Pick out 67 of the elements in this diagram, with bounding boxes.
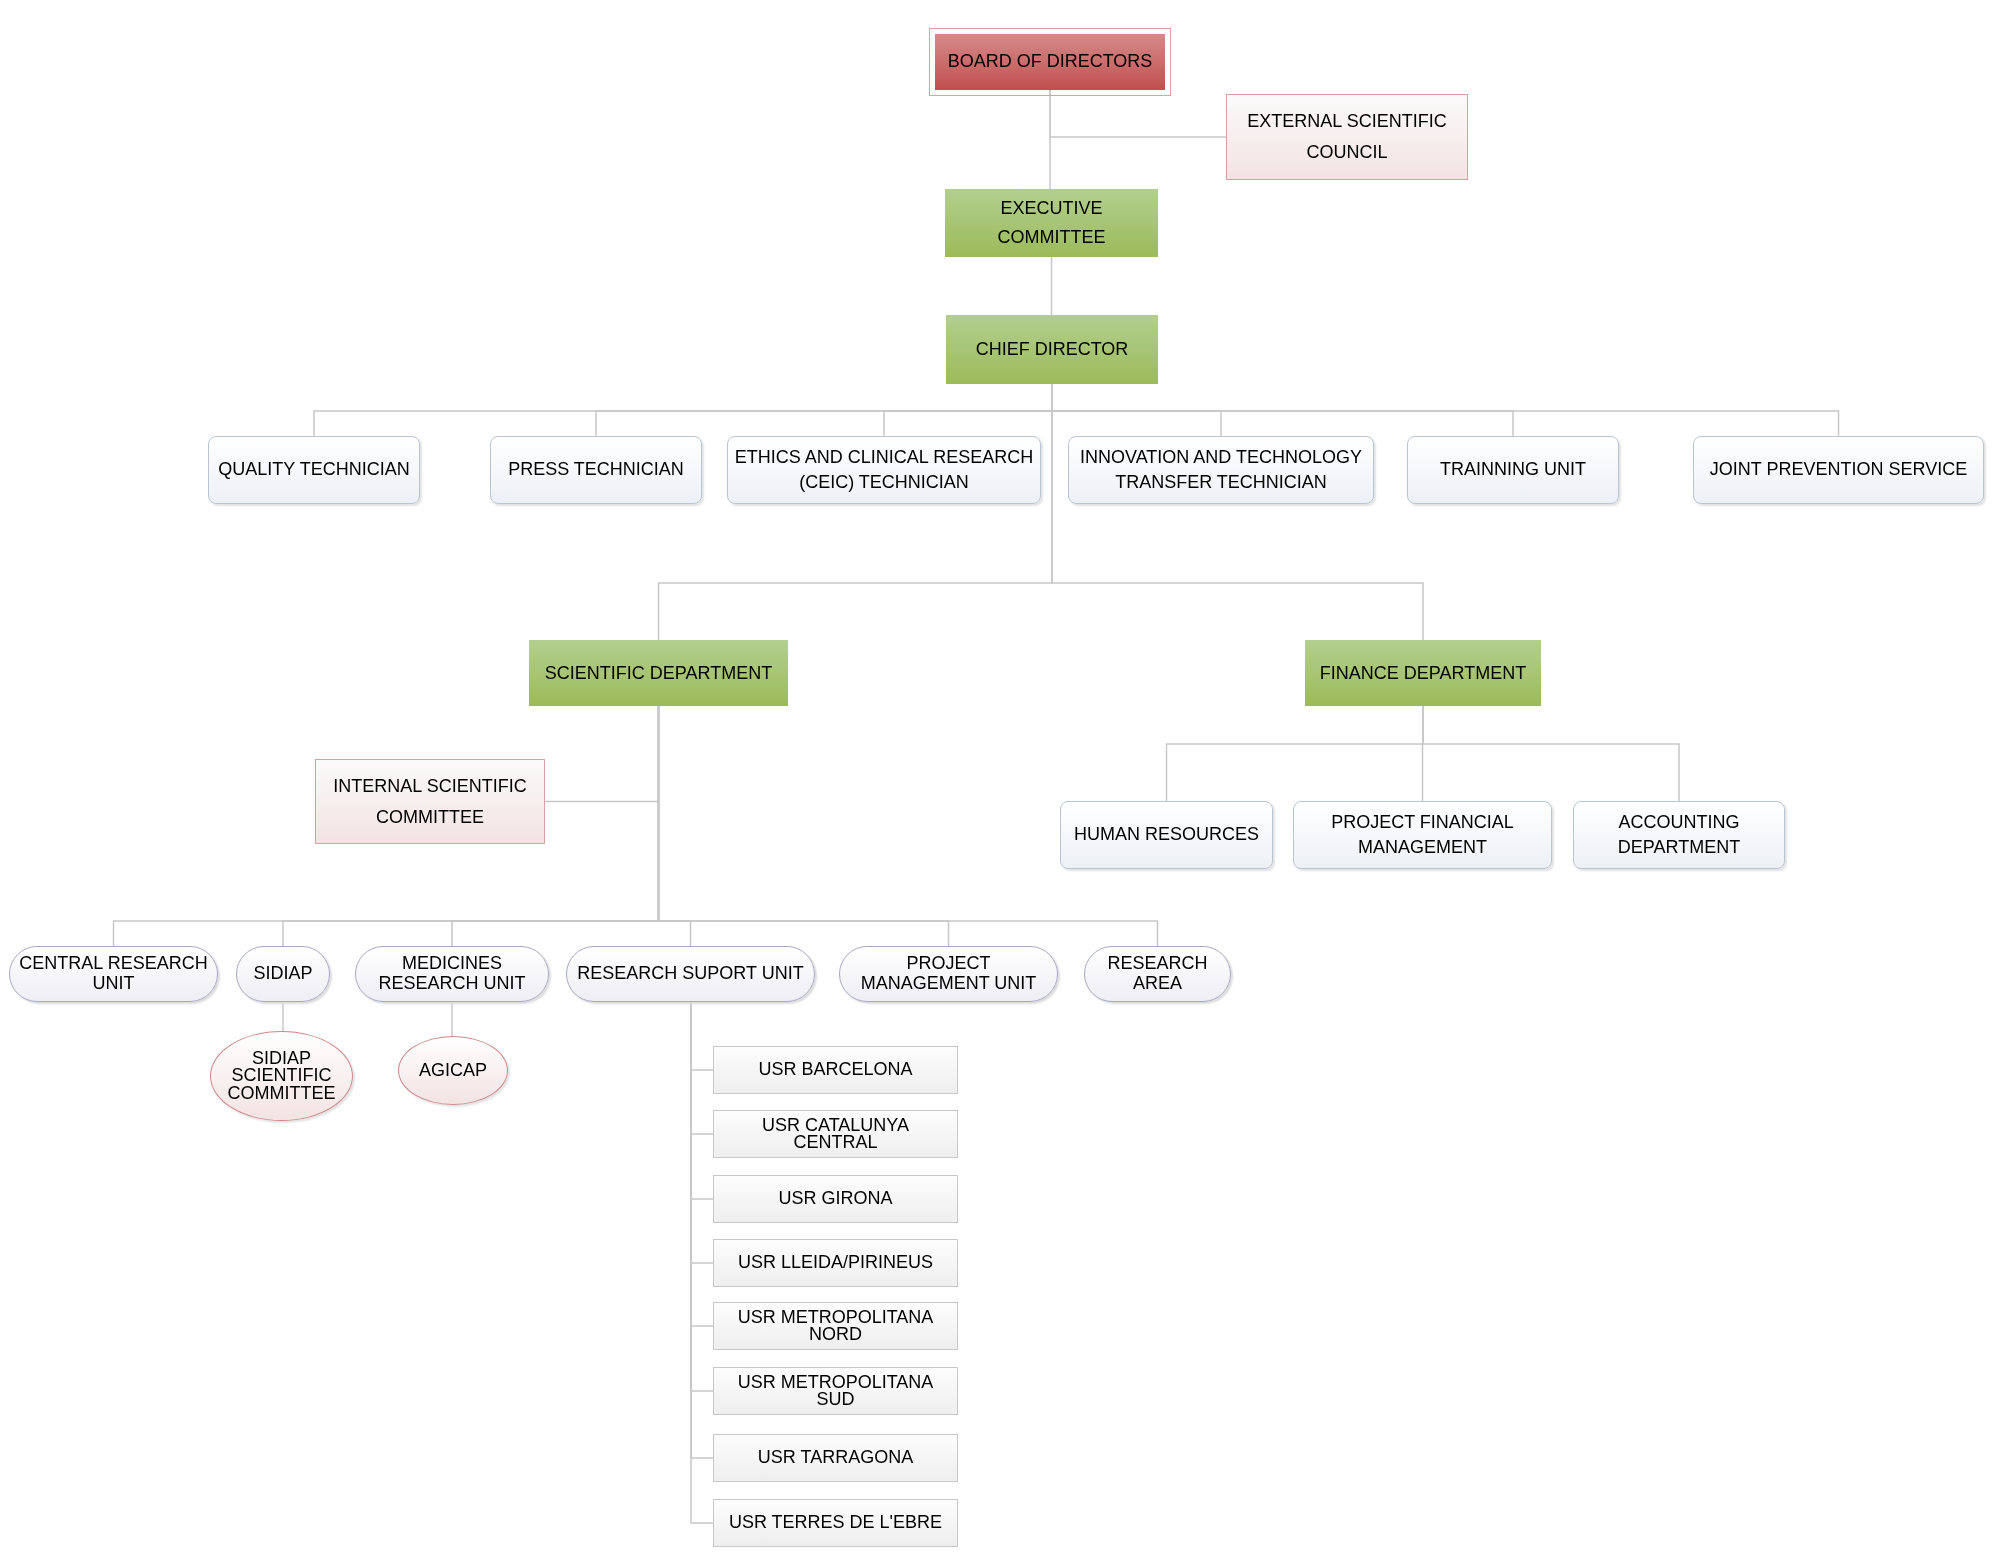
node-label: USR LLEIDA/PIRINEUS: [737, 1254, 934, 1272]
unit-box: [208, 436, 420, 504]
unit-box: [490, 436, 702, 504]
node-label: USR TARRAGONA: [757, 1449, 914, 1467]
node-label: QUALITY TECHNICIAN: [218, 458, 410, 482]
unit-box: [1407, 436, 1619, 504]
node-label: USR BARCELONA: [758, 1061, 913, 1079]
unit-pill: [236, 946, 330, 1002]
region-box: [713, 1239, 958, 1287]
region-box: [713, 1499, 958, 1547]
node-label: SCIENTIFIC DEPARTMENT: [544, 661, 773, 685]
unit-pill: [839, 946, 1058, 1002]
region-box: [713, 1302, 958, 1350]
node-label: PROJECT FINANCIAL MANAGEMENT: [1330, 810, 1515, 859]
node-label: EXECUTIVE COMMITTEE: [996, 197, 1107, 249]
node-label: INNOVATION AND TECHNOLOGY TRANSFER TECHNICIAN: [1078, 445, 1363, 494]
unit-pill: [1084, 946, 1231, 1002]
node-label: JOINT PREVENTION SERVICE: [1709, 458, 1968, 482]
node-label: AGICAP: [419, 1061, 487, 1080]
region-box: [713, 1367, 958, 1415]
connector-line: [1050, 256, 1053, 316]
management-box: [946, 315, 1158, 384]
management-box: [1305, 640, 1541, 706]
unit-box: [1293, 801, 1552, 869]
unit-box: [1060, 801, 1273, 869]
council-box: [315, 759, 545, 844]
node-label: HUMAN RESOURCES: [1074, 823, 1259, 847]
node-label: CHIEF DIRECTOR: [975, 338, 1129, 362]
connector-line: [451, 1001, 453, 1037]
unit-box: [727, 436, 1041, 504]
node-label: RESEARCH SUPORT UNIT: [577, 964, 804, 984]
region-box: [713, 1110, 958, 1158]
node-label: MEDICINES RESEARCH UNIT: [377, 954, 527, 994]
node-label: PRESS TECHNICIAN: [508, 458, 684, 482]
node-label: INTERNAL SCIENTIFIC COMMITTEE: [332, 774, 528, 829]
connector-line: [1422, 705, 1680, 802]
region-box: [713, 1175, 958, 1223]
connector-line: [282, 1001, 284, 1032]
node-label: RESEARCH AREA: [1106, 954, 1209, 994]
council-box: [1226, 94, 1468, 180]
node-label: USR TERRES DE L'EBRE: [728, 1514, 943, 1532]
unit-pill: [9, 946, 218, 1002]
node-label: USR METROPOLITANA NORD: [736, 1308, 935, 1344]
unit-pill: [355, 946, 549, 1002]
node-label: BOARD OF DIRECTORS: [947, 50, 1153, 74]
node-label: FINANCE DEPARTMENT: [1319, 661, 1527, 685]
management-box: [529, 640, 788, 706]
node-label: USR CATALUNYA CENTRAL: [761, 1116, 910, 1152]
node-label: PROJECT MANAGEMENT UNIT: [859, 954, 1038, 994]
region-box: [713, 1434, 958, 1482]
management-box: [945, 189, 1158, 257]
board-box: [935, 34, 1165, 90]
region-box: [713, 1046, 958, 1094]
node-label: CENTRAL RESEARCH UNIT: [18, 954, 209, 994]
node-label: SIDIAP SCIENTIFIC COMMITTEE: [226, 1050, 337, 1102]
node-label: ACCOUNTING DEPARTMENT: [1616, 810, 1742, 859]
node-label: USR GIRONA: [778, 1190, 893, 1208]
unit-box: [1573, 801, 1785, 869]
unit-box: [1068, 436, 1374, 504]
node-label: TRAINNING UNIT: [1440, 458, 1586, 482]
node-label: ETHICS AND CLINICAL RESEARCH (CEIC) TECHNICIAN: [733, 445, 1035, 494]
connector-line: [1049, 89, 1051, 190]
node-label: EXTERNAL SCIENTIFIC COUNCIL: [1246, 110, 1448, 164]
node-label: USR METROPOLITANA SUD: [736, 1373, 935, 1409]
unit-pill: [566, 946, 815, 1002]
node-label: SIDIAP: [253, 964, 313, 984]
unit-box: [1693, 436, 1984, 504]
